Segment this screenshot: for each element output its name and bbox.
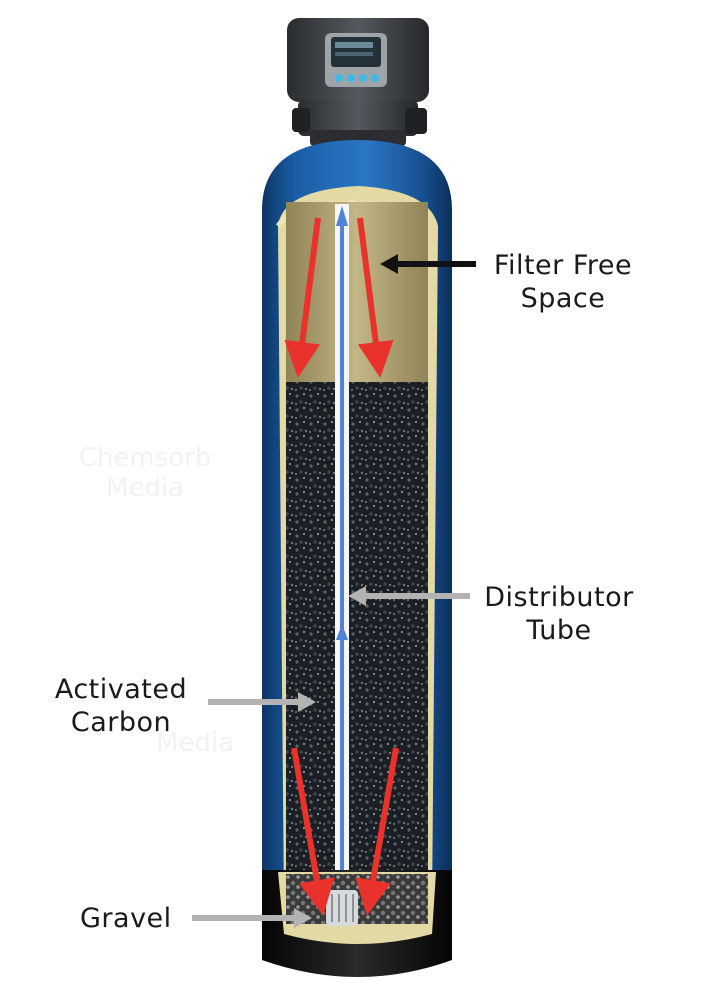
flow-arrow-top-left <box>284 217 321 378</box>
label-filter-free-space: Filter Free Space <box>478 249 648 315</box>
pointer-activated-carbon <box>208 692 316 712</box>
control-button-2 <box>347 74 355 82</box>
label-filter-free-space-line2: Space <box>520 283 606 314</box>
valve-port-right <box>405 108 427 134</box>
control-button-3 <box>359 74 367 82</box>
activated-carbon-bed <box>286 382 428 884</box>
valve-neck <box>298 100 418 136</box>
pointer-distributor-tube <box>348 586 470 606</box>
faded-media-label: Media <box>155 728 235 758</box>
label-activated-carbon-line2: Carbon <box>70 707 172 738</box>
faded-chemsorb-line2: Media <box>105 473 185 503</box>
tube-flow-arrowhead-mid <box>336 624 348 640</box>
faded-chemsorb-line1: Chemsorb <box>78 443 212 473</box>
label-distributor-tube-line2: Tube <box>526 615 592 646</box>
flow-arrow-top-right <box>357 217 394 378</box>
label-filter-free-space-line1: Filter Free <box>493 250 633 281</box>
tube-flow-arrowhead-top <box>336 206 348 226</box>
label-distributor-tube-line1: Distributor <box>484 582 634 613</box>
valve-port-left <box>292 108 310 132</box>
label-gravel: Gravel <box>80 903 172 934</box>
label-activated-carbon: Activated Carbon <box>40 673 202 739</box>
flow-arrow-bottom-right <box>355 747 399 916</box>
pointer-gravel <box>192 908 312 928</box>
control-button-1 <box>335 74 343 82</box>
label-distributor-tube: Distributor Tube <box>472 581 646 647</box>
label-activated-carbon-line1: Activated <box>54 674 188 705</box>
flow-arrow-bottom-left <box>291 747 335 916</box>
control-button-4 <box>371 74 379 82</box>
control-valve-head <box>287 18 429 146</box>
pointer-filter-free-space <box>380 254 476 274</box>
faded-chemsorb-label: Chemsorb Media <box>40 443 250 503</box>
